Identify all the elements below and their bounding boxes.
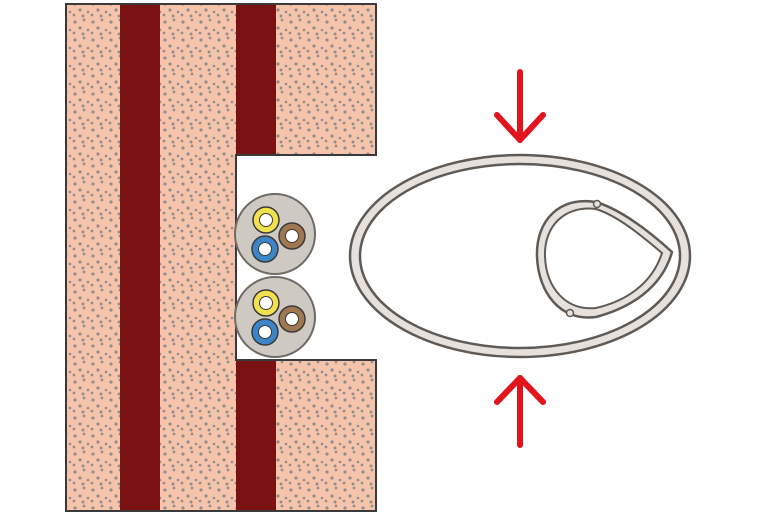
cable-grommet: [348, 153, 692, 359]
timber-stud-left: [120, 4, 160, 511]
wire-blue-core: [258, 325, 272, 339]
cables: [234, 193, 316, 358]
wall: [65, 3, 377, 512]
wire-yellow-core: [259, 213, 273, 227]
timber-stud-right-lower: [236, 360, 276, 511]
arrow-top-icon: [494, 69, 546, 143]
cable-upper: [234, 193, 316, 275]
plaster-wall: [66, 4, 376, 511]
wall-outline: [65, 3, 377, 512]
compression-arrows: [494, 69, 546, 448]
wire-brown-core: [285, 229, 299, 243]
cable-lower: [234, 276, 316, 358]
arrow-bottom-icon: [494, 375, 546, 448]
grommet-notch-top: [592, 199, 602, 209]
wire-yellow-core: [259, 296, 273, 310]
wire-brown-core: [285, 312, 299, 326]
wire-blue-core: [258, 242, 272, 256]
timber-stud-right-upper: [236, 4, 276, 155]
grommet-notch-bottom: [565, 308, 575, 318]
grommet-teardrop-inner: [543, 207, 664, 310]
